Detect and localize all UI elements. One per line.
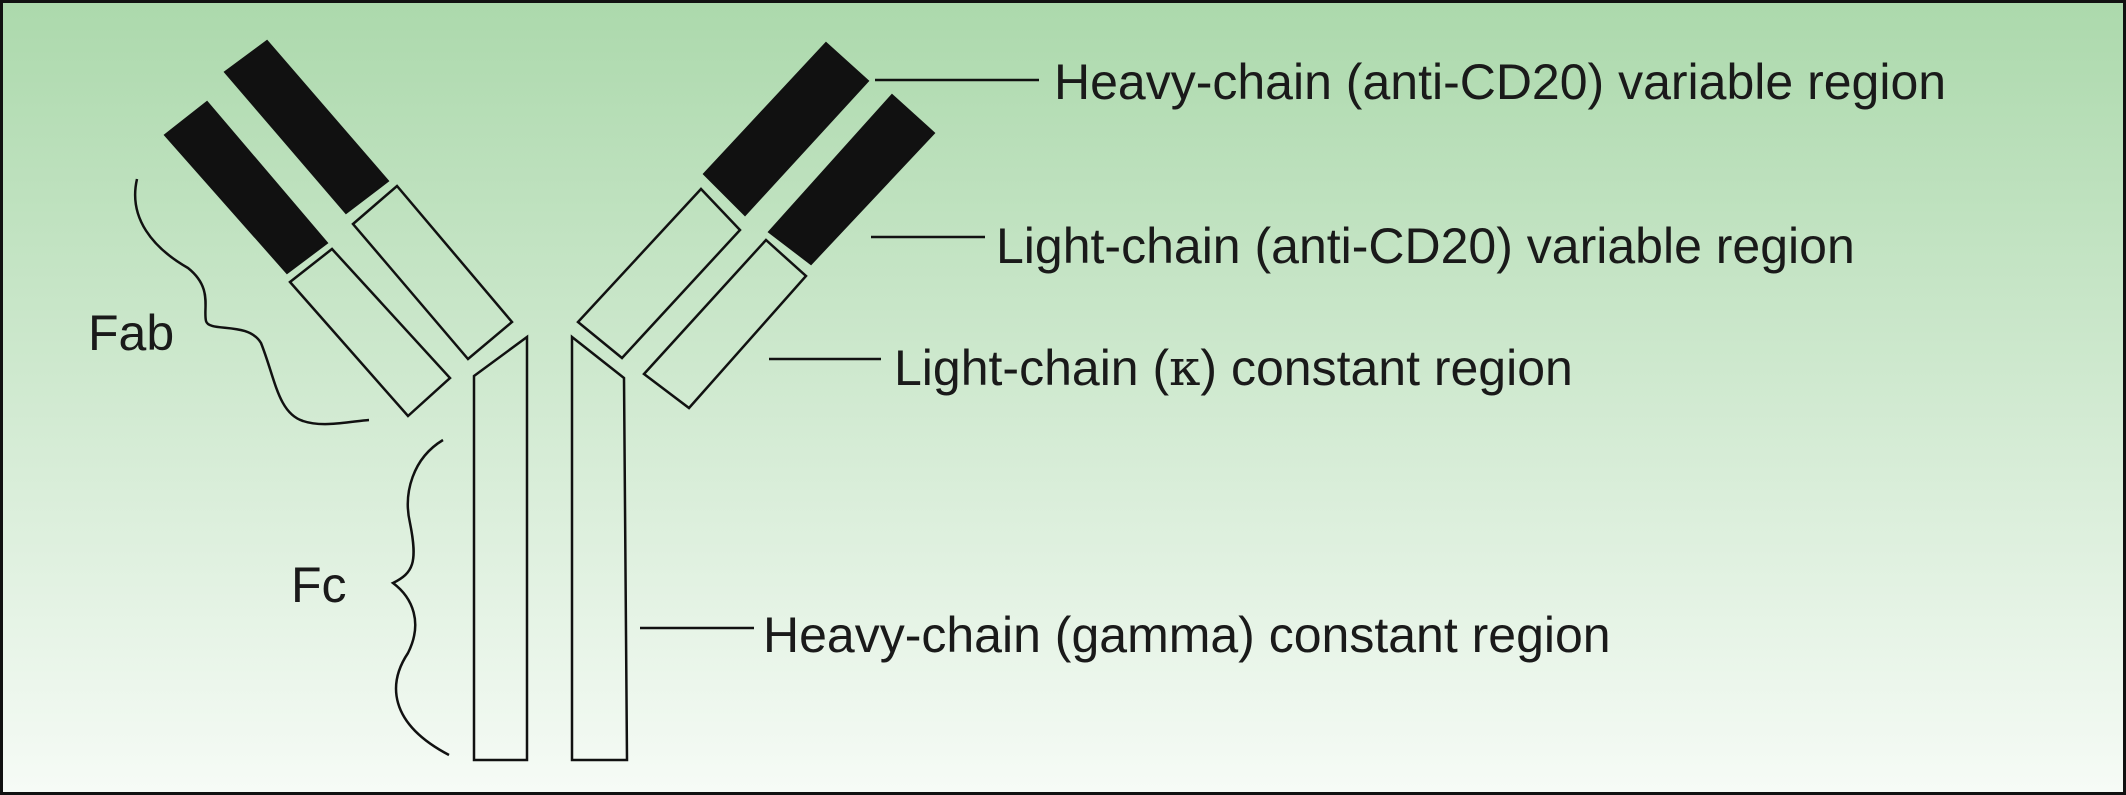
right-heavy-constant-region: [576, 187, 742, 360]
label-light-constant-prefix: Light-chain (: [894, 340, 1170, 396]
right-heavy-variable-region: [702, 41, 870, 217]
label-light-variable-region: Light-chain (anti-CD20) variable region: [996, 218, 1855, 274]
fab-brace: [134, 178, 370, 426]
right-light-variable-region: [767, 93, 936, 266]
left-light-variable-region: [163, 100, 329, 275]
right-light-constant-region: [642, 238, 808, 410]
left-heavy-constant-region: [351, 184, 514, 361]
left-heavy-variable-region: [223, 39, 390, 215]
antibody-diagram: [134, 39, 1039, 762]
left-fc-chain: [472, 334, 529, 762]
label-light-constant-suffix: ) constant region: [1200, 340, 1573, 396]
label-fc: Fc: [291, 557, 347, 613]
right-fc-chain: [570, 334, 629, 762]
left-light-constant-region: [288, 247, 452, 418]
label-fab: Fab: [88, 305, 175, 361]
kappa-symbol: κ: [1169, 339, 1201, 397]
fc-brace: [390, 438, 450, 757]
label-heavy-variable-region: Heavy-chain (anti-CD20) variable region: [1054, 54, 1947, 110]
label-heavy-constant-region: Heavy-chain (gamma) constant region: [763, 607, 1611, 663]
label-light-constant-region: Light-chain (κ) constant region: [894, 343, 1573, 393]
